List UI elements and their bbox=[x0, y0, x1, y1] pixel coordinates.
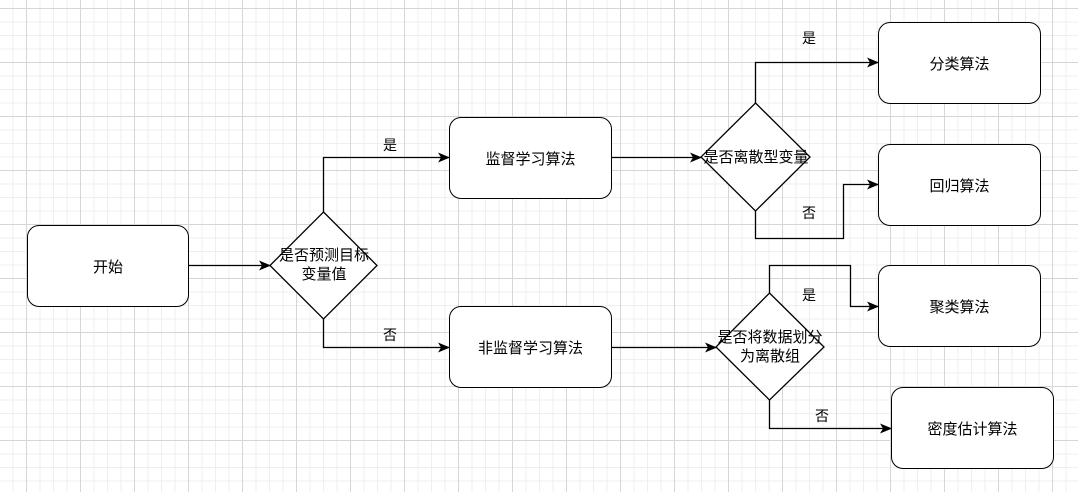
edge-label-predict-yes: 是 bbox=[383, 138, 397, 154]
edge-group-no bbox=[768, 400, 892, 434]
decision-predict-shape bbox=[269, 211, 378, 320]
node-clustering-label: 聚类算法 bbox=[929, 297, 990, 316]
node-clustering[interactable]: 聚类算法 bbox=[878, 265, 1041, 347]
node-regression-label: 回归算法 bbox=[929, 176, 990, 195]
edge-label-discrete-no: 否 bbox=[802, 206, 816, 222]
edge-predict-no bbox=[322, 319, 450, 353]
edge-predict-yes bbox=[322, 152, 450, 212]
edge-label-predict-no: 否 bbox=[383, 328, 397, 344]
edge-label-group-yes: 是 bbox=[802, 288, 816, 304]
decision-discrete-shape bbox=[700, 102, 811, 212]
edge-label-discrete-yes: 是 bbox=[802, 31, 816, 47]
node-supervised-label: 监督学习算法 bbox=[485, 149, 576, 168]
node-start-label: 开始 bbox=[92, 257, 123, 276]
node-start[interactable]: 开始 bbox=[27, 225, 189, 307]
node-unsupervised[interactable]: 非监督学习算法 bbox=[449, 306, 612, 388]
edge-discrete-yes bbox=[754, 57, 879, 103]
edge-discrete-no bbox=[754, 179, 879, 240]
decision-discrete-label: 是否离散型变量 bbox=[703, 147, 809, 166]
node-density[interactable]: 密度估计算法 bbox=[891, 387, 1054, 469]
node-classification[interactable]: 分类算法 bbox=[878, 22, 1041, 104]
edge-label-group-no: 否 bbox=[815, 409, 829, 425]
node-density-label: 密度估计算法 bbox=[927, 419, 1018, 438]
node-classification-label: 分类算法 bbox=[929, 54, 990, 73]
decision-predict-label: 是否预测目标变量值 bbox=[278, 246, 369, 283]
decision-group-label: 是否将数据划分为离散组 bbox=[717, 328, 823, 365]
node-supervised[interactable]: 监督学习算法 bbox=[449, 117, 612, 199]
decision-predict[interactable]: 是否预测目标变量值 bbox=[268, 245, 380, 285]
node-unsupervised-label: 非监督学习算法 bbox=[477, 338, 583, 357]
decision-group[interactable]: 是否将数据划分为离散组 bbox=[713, 327, 827, 367]
decision-discrete[interactable]: 是否离散型变量 bbox=[700, 137, 812, 177]
edge-group-yes bbox=[768, 264, 879, 312]
node-regression[interactable]: 回归算法 bbox=[878, 144, 1041, 226]
decision-group-shape bbox=[715, 292, 825, 401]
